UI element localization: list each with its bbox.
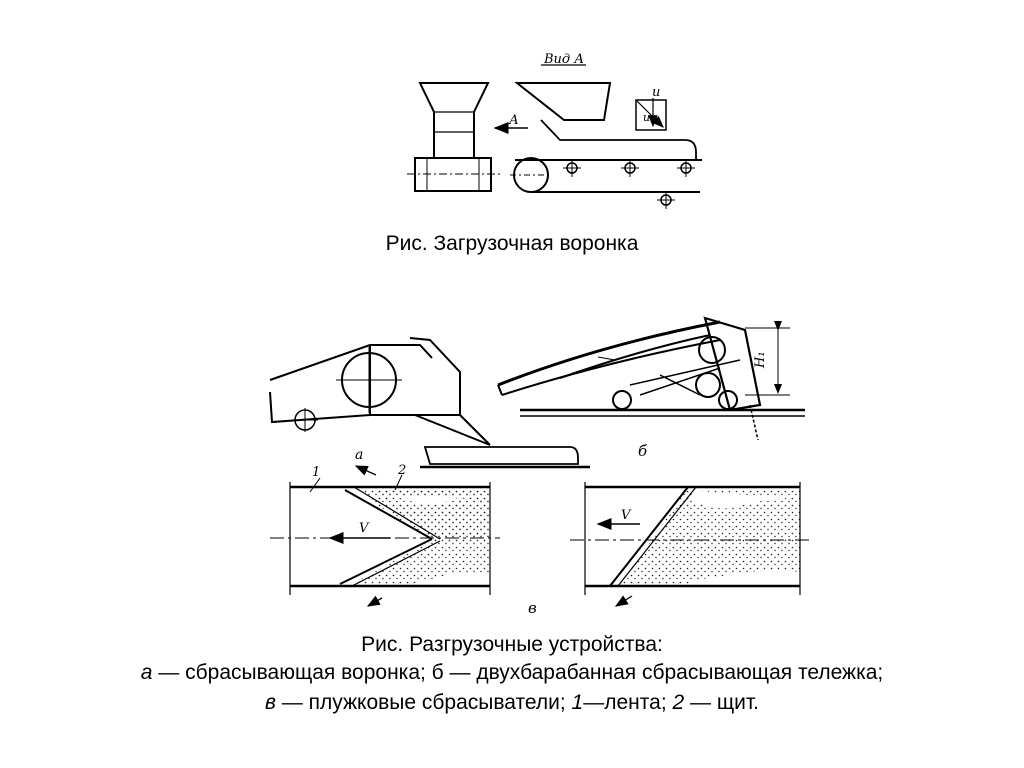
figure-v-label: в xyxy=(528,599,537,617)
figure2-caption-line2: а — сбрасывающая воронка; б — двухбараба… xyxy=(0,660,1024,686)
vector-u-label: u xyxy=(652,85,660,100)
caption-text-v: — плужковые сбрасыватели; xyxy=(275,691,572,714)
figure-a-label: а xyxy=(355,447,363,463)
speed-label-right: V xyxy=(621,508,632,523)
caption-text-shield: — щит. xyxy=(684,691,759,714)
caption-number-2: 2 xyxy=(672,691,685,714)
caption-text-a-b: — сбрасывающая воронка; б — двухбарабанн… xyxy=(152,661,884,684)
caption-letter-a: а xyxy=(140,661,153,684)
hopper-side-view xyxy=(407,82,500,192)
loading-hopper-figure xyxy=(407,64,702,209)
view-a-label: Вид А xyxy=(543,52,584,67)
figure2-caption-title: Рис. Разгрузочные устройства: xyxy=(361,633,663,656)
hopper-front-view xyxy=(510,64,702,209)
plow-tripper-diagonal xyxy=(570,482,810,607)
caption-letter-v: в xyxy=(264,691,276,714)
belt-label-1: 1 xyxy=(312,465,320,480)
figure-b-label: б xyxy=(638,442,648,460)
figure2-caption-line3: в — плужковые сбрасыватели; 1—лента; 2 —… xyxy=(0,690,1024,716)
tripper-car-figure-b xyxy=(497,316,805,441)
arrow-a-label: А xyxy=(508,113,519,128)
caption-text-belt: —лента; xyxy=(583,691,673,714)
shield-label-2: 2 xyxy=(397,463,406,478)
plow-tripper-v-shaped xyxy=(270,465,500,607)
height-h1-label: H₁ xyxy=(753,351,768,369)
speed-label-left: V xyxy=(359,521,370,536)
figure1-caption: Рис. Загрузочная воронка xyxy=(385,232,639,255)
discharge-chute-figure-a xyxy=(269,337,590,469)
vector-u1-label: u₁ xyxy=(643,111,655,124)
caption-number-1: 1 xyxy=(571,691,584,714)
